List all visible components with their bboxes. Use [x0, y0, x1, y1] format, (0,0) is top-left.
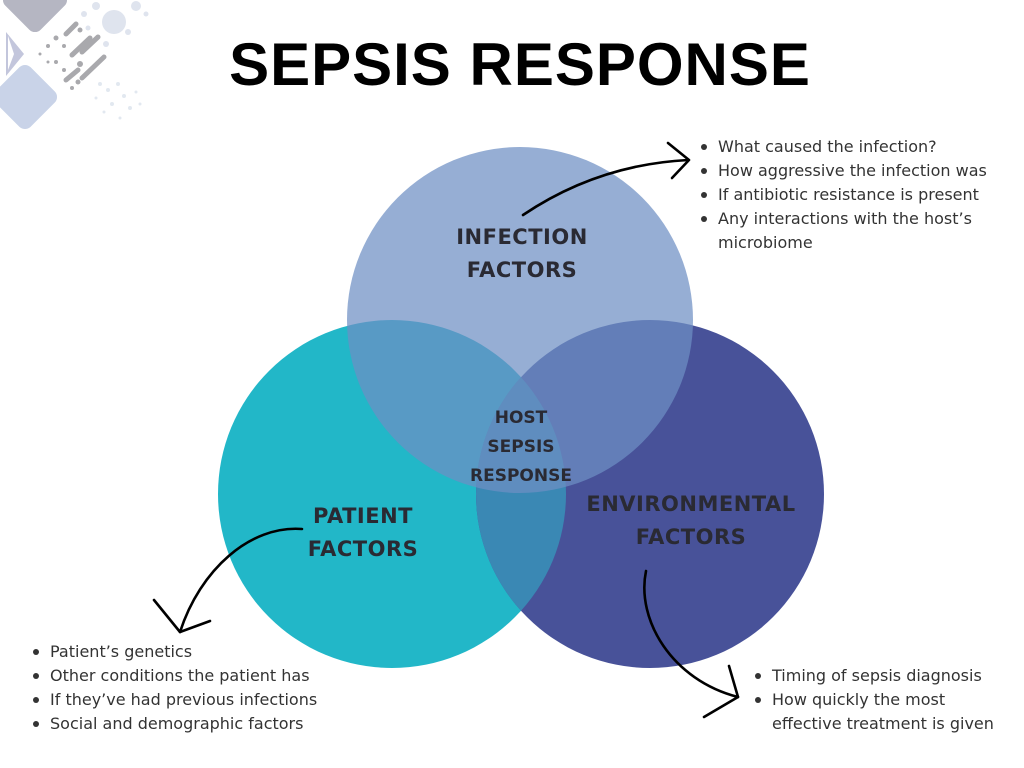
arrow-infection	[521, 158, 690, 217]
patient-factors-list: Patient’s genetics Other conditions the …	[28, 640, 380, 736]
host-sepsis-response-label: HOST SEPSIS RESPONSE	[470, 408, 572, 486]
list-item: If antibiotic resistance is present	[701, 183, 1024, 207]
arrow-environmental	[643, 569, 740, 699]
arrow-patient	[178, 527, 304, 634]
list-item: What caused the infection?	[701, 135, 1024, 159]
deco-triangle	[6, 32, 24, 76]
environmental-factors-label: ENVIRONMENTAL FACTORS	[586, 492, 796, 549]
environmental-factors-list: Timing of sepsis diagnosis How quickly t…	[750, 664, 1024, 736]
list-item: How aggressive the infection was	[701, 159, 1024, 183]
deco-triangle-small	[8, 36, 14, 70]
list-item: Any interactions with the host’s microbi…	[701, 207, 1024, 255]
list-item: How quickly the most effective treatment…	[755, 688, 1024, 736]
list-item: Social and demographic factors	[33, 712, 380, 736]
circle-infection	[347, 147, 693, 493]
arrow-patient-head	[152, 598, 212, 634]
decorative-corner-pattern	[0, 0, 149, 130]
infection-factors-list: What caused the infection? How aggressiv…	[696, 135, 1024, 255]
infection-factors-label: INFECTION FACTORS	[456, 225, 588, 282]
arrow-infection-head	[666, 141, 691, 180]
deco-blue-diamond	[0, 64, 58, 130]
list-item: Other conditions the patient has	[33, 664, 380, 688]
list-item: Timing of sepsis diagnosis	[755, 664, 1024, 688]
arrow-environmental-head	[702, 664, 740, 719]
list-item: If they’ve had previous infections	[33, 688, 380, 712]
page-title: SEPSIS RESPONSE	[229, 31, 811, 98]
list-item: Patient’s genetics	[33, 640, 380, 664]
deco-gray-diamond	[2, 0, 68, 33]
patient-factors-label: PATIENT FACTORS	[307, 504, 419, 561]
